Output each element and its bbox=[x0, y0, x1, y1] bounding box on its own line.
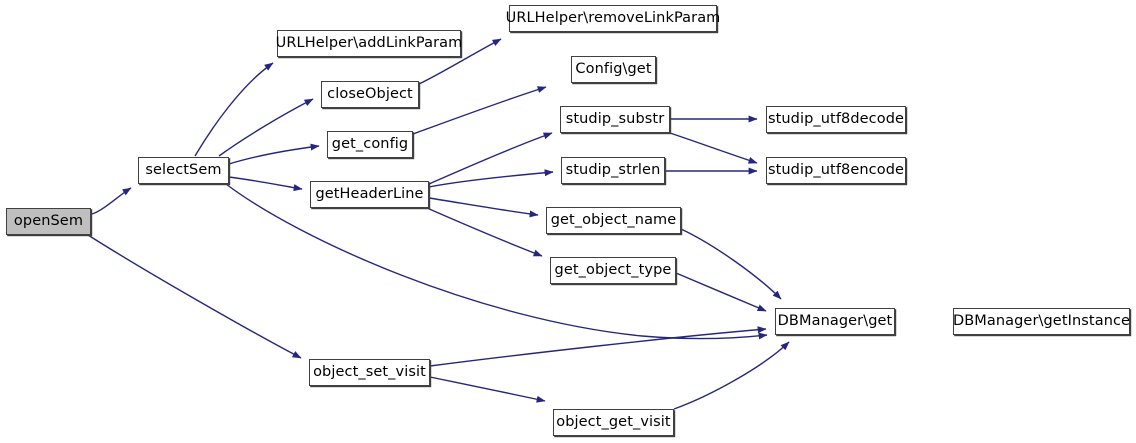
graph-node-openSem[interactable]: openSem bbox=[6, 208, 91, 235]
graph-edges bbox=[87, 38, 790, 410]
graph-edge-getHeaderLine-to-get_object_type bbox=[426, 207, 543, 257]
graph-node-DBManager_getInstance[interactable]: DBManager\getInstance bbox=[953, 308, 1130, 335]
graph-node-label: studip_utf8decode bbox=[767, 111, 905, 128]
graph-edge-get_object_type-to-DBManager_get bbox=[675, 272, 767, 312]
graph-node-Config_get[interactable]: Config\get bbox=[571, 56, 656, 83]
graph-node-get_config[interactable]: get_config bbox=[327, 131, 413, 158]
graph-edge-get_config-to-Config_get bbox=[412, 86, 547, 135]
graph-edge-getHeaderLine-to-studip_strlen bbox=[428, 169, 554, 188]
graph-edge-selectSem-to-closeObject bbox=[218, 98, 314, 157]
graph-edge-selectSem-to-DBManager_get bbox=[225, 183, 768, 340]
graph-edge-openSem-to-selectSem bbox=[91, 187, 132, 215]
graph-node-label: DBManager\getInstance bbox=[952, 313, 1131, 330]
graph-node-URLHelper_removeLinkParam[interactable]: URLHelper\removeLinkParam bbox=[506, 5, 720, 32]
graph-edge-getHeaderLine-to-studip_substr bbox=[428, 132, 553, 185]
graph-edge-selectSem-to-getHeaderLine bbox=[228, 176, 303, 192]
graph-node-label: URLHelper\addLinkParam bbox=[275, 35, 463, 52]
graph-node-label: object_get_visit bbox=[556, 414, 671, 431]
graph-node-label: get_config bbox=[331, 136, 409, 153]
graph-node-getHeaderLine[interactable]: getHeaderLine bbox=[310, 181, 429, 208]
graph-node-closeObject[interactable]: closeObject bbox=[321, 81, 419, 108]
graph-node-studip_substr[interactable]: studip_substr bbox=[560, 106, 670, 133]
graph-node-label: studip_substr bbox=[565, 111, 665, 128]
graph-node-label: studip_strlen bbox=[565, 162, 661, 179]
graph-edge-selectSem-to-URLHelper_addLinkParam bbox=[194, 62, 274, 157]
graph-edge-studip_substr-to-studip_utf8encode bbox=[669, 132, 758, 164]
graph-node-label: DBManager\get bbox=[777, 313, 893, 330]
graph-node-selectSem[interactable]: selectSem bbox=[138, 157, 229, 184]
graph-node-object_get_visit[interactable]: object_get_visit bbox=[553, 409, 674, 436]
graph-node-label: closeObject bbox=[327, 86, 413, 103]
graph-node-label: Config\get bbox=[575, 61, 652, 78]
graph-node-label: getHeaderLine bbox=[315, 186, 424, 203]
graph-node-label: get_object_name bbox=[550, 212, 677, 229]
graph-edge-closeObject-to-URLHelper_removeLinkParam bbox=[418, 38, 502, 85]
graph-edge-openSem-to-object_set_visit bbox=[87, 234, 302, 359]
graph-edge-getHeaderLine-to-get_object_name bbox=[428, 197, 539, 218]
graph-node-label: openSem bbox=[13, 213, 84, 230]
graph-node-DBManager_get[interactable]: DBManager\get bbox=[775, 308, 895, 335]
graph-edge-selectSem-to-get_config bbox=[228, 143, 320, 165]
graph-node-label: URLHelper\removeLinkParam bbox=[505, 10, 721, 27]
graph-edge-object_set_visit-to-object_get_visit bbox=[429, 376, 546, 403]
graph-edge-object_get_visit-to-DBManager_get bbox=[673, 341, 790, 410]
graph-node-studip_utf8decode[interactable]: studip_utf8decode bbox=[766, 106, 906, 133]
graph-node-studip_utf8encode[interactable]: studip_utf8encode bbox=[766, 157, 906, 184]
graph-node-studip_strlen[interactable]: studip_strlen bbox=[561, 157, 665, 184]
graph-node-get_object_name[interactable]: get_object_name bbox=[546, 207, 681, 234]
graph-edge-get_object_name-to-DBManager_get bbox=[680, 228, 782, 300]
graph-node-object_set_visit[interactable]: object_set_visit bbox=[309, 359, 430, 386]
graph-node-get_object_type[interactable]: get_object_type bbox=[550, 257, 676, 284]
graph-node-label: studip_utf8encode bbox=[767, 162, 905, 179]
graph-node-label: object_set_visit bbox=[313, 364, 426, 381]
graph-node-URLHelper_addLinkParam[interactable]: URLHelper\addLinkParam bbox=[275, 30, 463, 57]
graph-edge-object_set_visit-to-DBManager_get bbox=[429, 326, 767, 367]
graph-node-label: get_object_type bbox=[554, 262, 672, 279]
graph-node-label: selectSem bbox=[145, 162, 222, 179]
